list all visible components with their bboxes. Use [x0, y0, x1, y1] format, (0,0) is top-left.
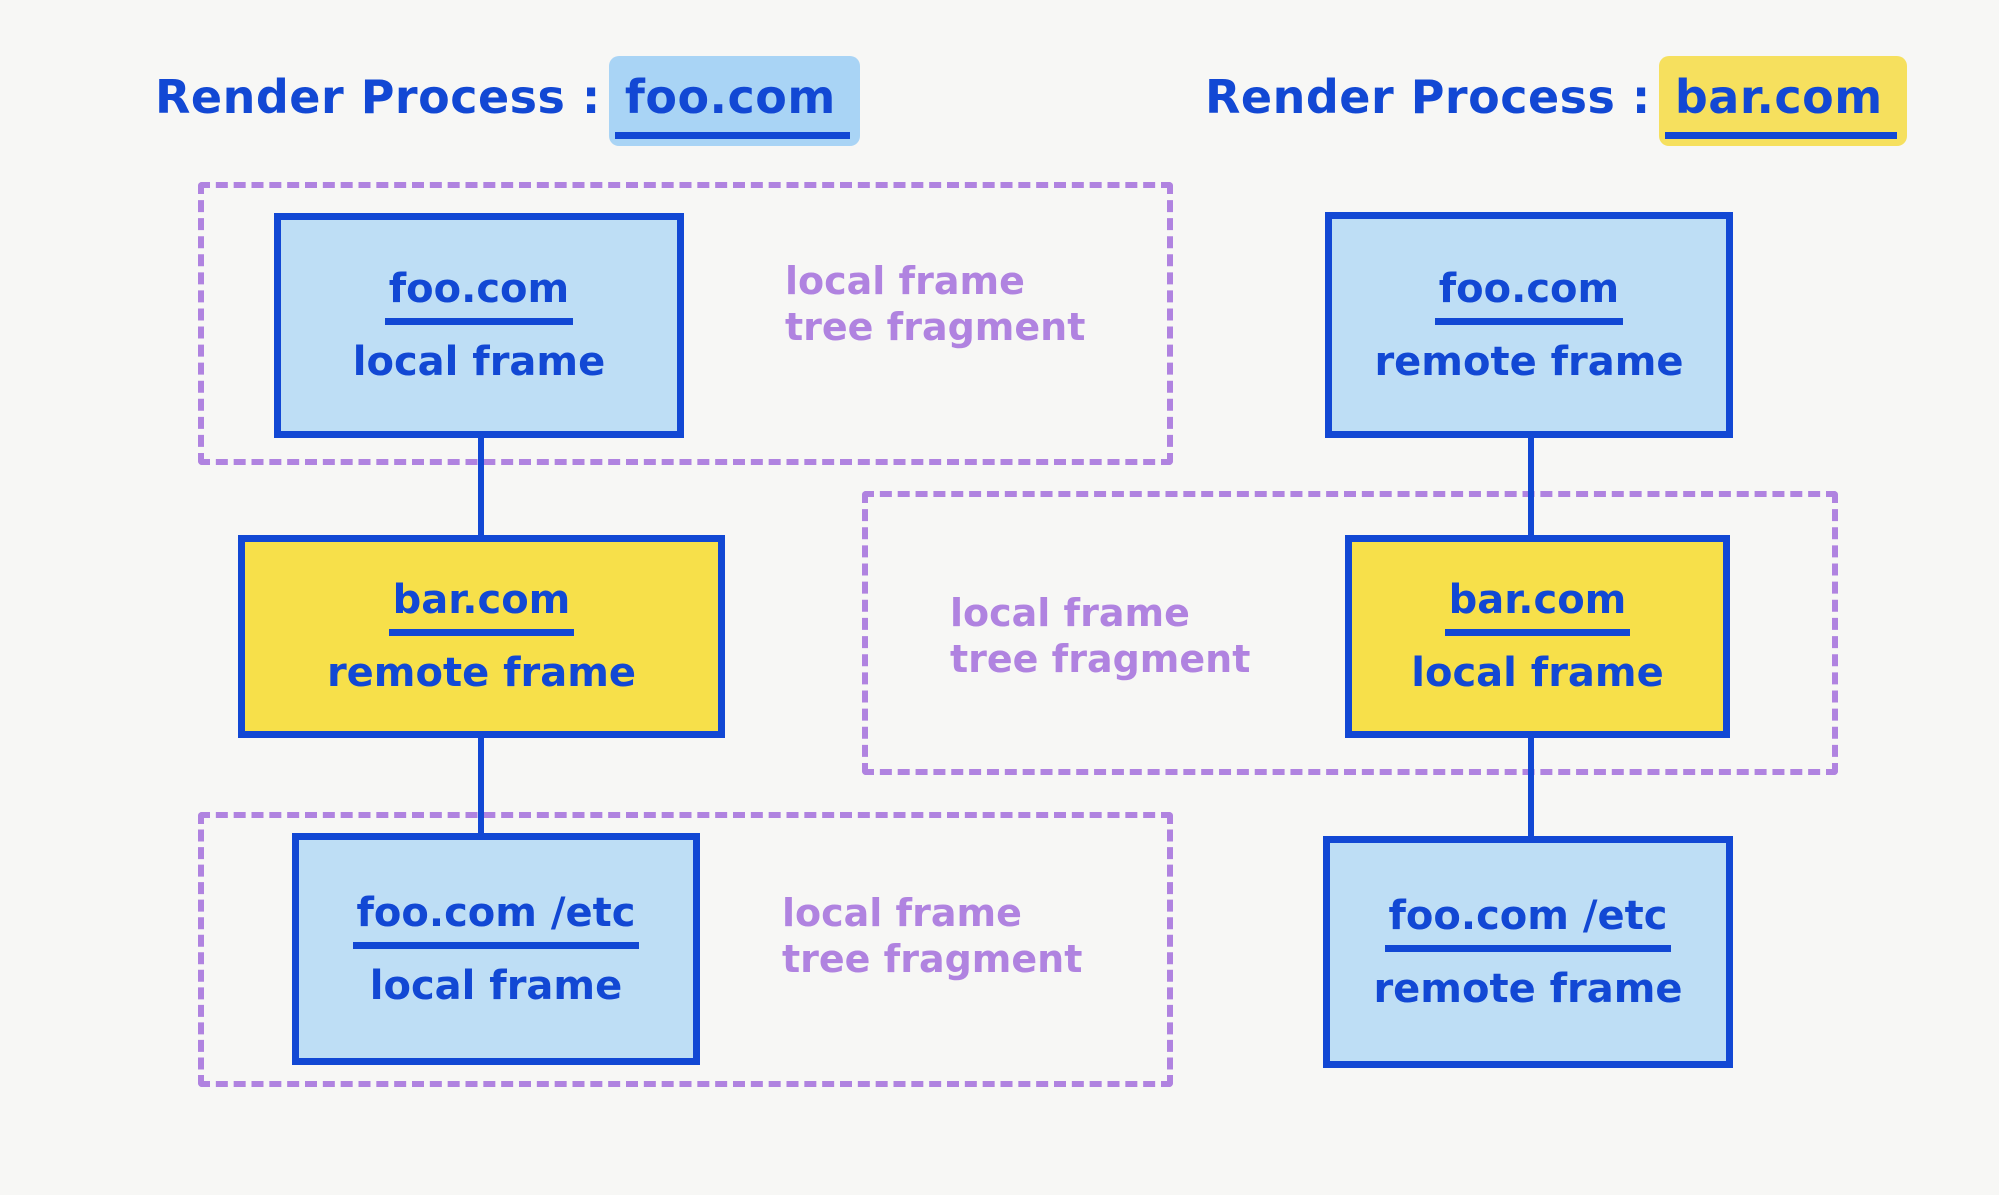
- connector-right-1: [1528, 430, 1534, 540]
- fragment-label-left-bottom: local frame tree fragment: [782, 891, 1083, 982]
- frame-host-left-1: foo.com: [384, 268, 574, 325]
- frame-box-right-3[interactable]: foo.com /etc remote frame: [1323, 836, 1733, 1068]
- connector-left-2: [478, 730, 484, 840]
- frame-host-left-2: bar.com: [388, 579, 575, 636]
- fragment-region-left-top: [198, 182, 1173, 465]
- process-title-lead-foo: Render Process :: [155, 70, 601, 124]
- fragment-region-left-bottom: [198, 812, 1173, 1087]
- frame-kind-left-2: remote frame: [326, 650, 637, 696]
- process-title-foo: Render Process : foo.com: [155, 56, 860, 146]
- frame-box-left-3[interactable]: foo.com /etc local frame: [292, 833, 700, 1065]
- process-title-host-bar: bar.com: [1658, 56, 1907, 146]
- frame-host-right-3: foo.com /etc: [1384, 895, 1672, 952]
- frame-box-left-2[interactable]: bar.com remote frame: [238, 535, 725, 738]
- frame-box-right-1[interactable]: foo.com remote frame: [1325, 212, 1733, 438]
- process-title-lead-bar: Render Process :: [1205, 70, 1651, 124]
- connector-left-1: [478, 430, 484, 540]
- frame-kind-left-3: local frame: [369, 962, 623, 1009]
- process-title-bar: Render Process : bar.com: [1205, 56, 1907, 146]
- frame-kind-right-1: remote frame: [1374, 338, 1684, 385]
- frame-host-left-3: foo.com /etc: [352, 892, 640, 949]
- process-title-host-foo: foo.com: [608, 56, 860, 146]
- frame-host-right-2: bar.com: [1444, 579, 1631, 636]
- fragment-region-right-middle: [862, 491, 1838, 775]
- fragment-label-right-middle: local frame tree fragment: [950, 591, 1251, 682]
- frame-kind-right-2: local frame: [1411, 650, 1664, 696]
- frame-box-right-2[interactable]: bar.com local frame: [1345, 535, 1730, 738]
- fragment-label-left-top: local frame tree fragment: [785, 259, 1086, 350]
- frame-host-right-1: foo.com: [1434, 268, 1624, 325]
- frame-kind-right-3: remote frame: [1373, 965, 1683, 1012]
- frame-kind-left-1: local frame: [352, 339, 606, 385]
- frame-box-left-1[interactable]: foo.com local frame: [274, 213, 684, 438]
- connector-right-2: [1528, 730, 1534, 840]
